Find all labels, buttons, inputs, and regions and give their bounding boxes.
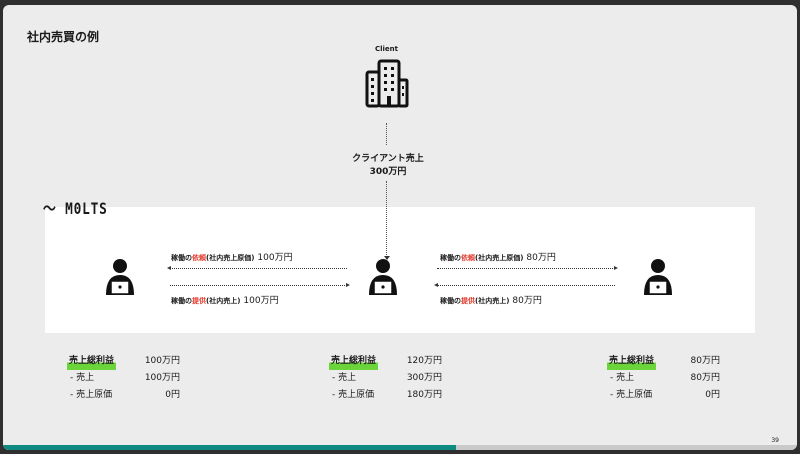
cost-value: 180万円 — [406, 390, 442, 400]
company-band — [45, 207, 755, 333]
flow-amount: 80万円 — [526, 253, 556, 263]
right-request-label: 稼働の依頼(社内売上原価)80万円 — [440, 250, 556, 263]
left-provide-arrow — [170, 283, 350, 287]
molts-logo: 〜 M0LTS — [43, 199, 108, 218]
client-flow-line-lower — [383, 181, 390, 260]
gross-profit-label: 売上総利益 — [329, 353, 379, 370]
right-provide-arrow — [434, 283, 615, 287]
flow-prefix: 稼働の — [440, 297, 461, 305]
sales-label: - 売上 — [70, 373, 95, 383]
sales-label: - 売上 — [332, 373, 357, 383]
flow-amount: 100万円 — [243, 296, 279, 306]
left-request-label: 稼働の依頼(社内売上原価)100万円 — [171, 250, 293, 263]
right-request-arrow — [437, 266, 618, 270]
flow-amount: 80万円 — [512, 296, 542, 306]
gross-profit-label: 売上総利益 — [67, 353, 117, 370]
sales-value: 300万円 — [406, 373, 442, 383]
client-sales-label: クライアント売上 — [352, 154, 424, 164]
cost-label: - 売上原価 — [332, 390, 375, 400]
flow-highlight: 提供 — [461, 297, 475, 305]
flow-suffix: (社内売上原価) — [206, 254, 255, 262]
summary-right: 売上総利益 80万円 - 売上 80万円 - 売上原価 0円 — [607, 353, 730, 404]
gross-profit-value: 100万円 — [144, 356, 180, 366]
person-laptop-icon — [644, 259, 672, 295]
gross-profit-value: 80万円 — [690, 356, 720, 366]
flow-highlight: 提供 — [192, 297, 206, 305]
cost-label: - 売上原価 — [610, 390, 653, 400]
right-provide-label: 稼働の提供(社内売上)80万円 — [440, 293, 542, 306]
left-request-arrow — [167, 266, 347, 270]
progress-fill — [3, 445, 456, 450]
flow-highlight: 依頼 — [192, 254, 206, 262]
gross-profit-value: 120万円 — [406, 356, 442, 366]
flow-highlight: 依頼 — [461, 254, 475, 262]
flow-prefix: 稼働の — [171, 254, 192, 262]
page-number: 39 — [771, 437, 779, 444]
sales-value: 100万円 — [144, 373, 180, 383]
progress-bar — [3, 445, 797, 450]
gross-profit-label: 売上総利益 — [607, 353, 657, 370]
flow-prefix: 稼働の — [440, 254, 461, 262]
flow-suffix: (社内売上原価) — [475, 254, 524, 262]
slide: 社内売買の例 Client クライアント売上 300万円 〜 M0LTS 稼働の… — [3, 5, 797, 450]
person-laptop-icon — [369, 259, 397, 295]
flow-suffix: (社内売上) — [206, 297, 241, 305]
left-provide-label: 稼働の提供(社内売上)100万円 — [171, 293, 279, 306]
client-sales: クライアント売上 300万円 — [333, 153, 443, 179]
flow-suffix: (社内売上) — [475, 297, 510, 305]
flow-amount: 100万円 — [257, 253, 293, 263]
flow-prefix: 稼働の — [171, 297, 192, 305]
cost-value: 0円 — [165, 390, 180, 400]
person-laptop-icon — [106, 259, 134, 295]
client-flow-line — [386, 123, 387, 145]
building-icon — [365, 59, 409, 108]
client-sales-amount: 300万円 — [369, 167, 407, 177]
slide-title: 社内売買の例 — [27, 30, 100, 44]
sales-value: 80万円 — [690, 373, 720, 383]
sales-label: - 売上 — [610, 373, 635, 383]
cost-value: 0円 — [705, 390, 720, 400]
summary-left: 売上総利益 100万円 - 売上 100万円 - 売上原価 0円 — [67, 353, 190, 404]
cost-label: - 売上原価 — [70, 390, 113, 400]
summary-middle: 売上総利益 120万円 - 売上 300万円 - 売上原価 180万円 — [329, 353, 452, 404]
client-label: Client — [375, 45, 399, 53]
